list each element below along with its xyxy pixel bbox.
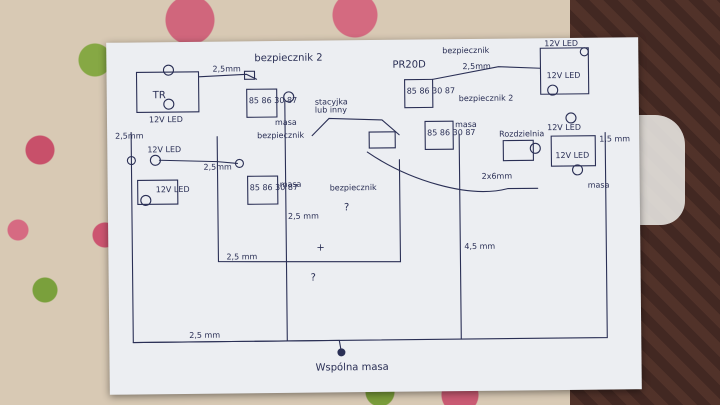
center-left-wire	[284, 100, 288, 342]
wire-2-5-center-label: 2,5 mm	[226, 252, 257, 261]
relay-2-coil	[234, 158, 244, 168]
bezpiecznik-top-right-label: bezpiecznik	[442, 46, 489, 55]
rozdzielnia-label: Rozdzielnia	[499, 129, 544, 138]
relay-4	[424, 120, 454, 151]
relay-3	[404, 78, 434, 109]
stacyjka-label: stacyjka	[315, 97, 348, 106]
left-loop-wire	[216, 136, 402, 263]
led-right-mid: 12V LED	[547, 123, 581, 132]
question-1: ?	[311, 273, 316, 284]
bezpiecznik-3-label: bezpiecznik	[257, 131, 304, 140]
lamp-icon-5	[140, 194, 152, 206]
relay-1	[246, 88, 278, 118]
left-lower-lamp-box	[137, 179, 179, 206]
relay-3-pins: 85 86 30 87	[407, 86, 455, 96]
relay-4-pins: 85 86 30 87	[427, 128, 475, 138]
masa-1: masa	[275, 118, 297, 127]
masa-3: masa	[455, 120, 477, 129]
relay-1-coil	[283, 91, 295, 103]
bezpiecznik-2-label: bezpiecznik 2	[254, 53, 322, 65]
outer-ground-wire	[130, 131, 608, 344]
plus-sign: +	[316, 243, 325, 254]
led-top-left: 12V LED	[149, 115, 183, 124]
tr-label: TR	[152, 90, 166, 101]
question-2: ?	[344, 202, 349, 213]
relay-1-pins: 85 86 30 87	[249, 96, 297, 106]
bezpiecznik-4-label: bezpiecznik	[330, 183, 377, 192]
rozdzielnia-terminal	[529, 142, 541, 154]
led-left-lower: 12V LED	[156, 185, 190, 194]
wire-2x6-label: 2x6mm	[482, 172, 513, 181]
middle-branch-wire	[311, 117, 400, 137]
wire-1-5-right-label: 1,5 mm	[599, 134, 630, 143]
masa-4: masa	[588, 181, 610, 190]
led-top-right-2: 12V LED	[546, 71, 580, 80]
lamp-icon-8	[565, 112, 577, 124]
right-lamp-box	[550, 135, 597, 167]
lamp-icon-2	[163, 98, 175, 110]
lamp-icon-3	[126, 155, 136, 166]
fuse-2-5-top-right: 2,5mm	[462, 62, 491, 71]
fuse-top-left-label: 2,5mm	[212, 64, 241, 73]
right-vertical-wire	[458, 133, 462, 340]
top-left-lamp-box	[135, 71, 200, 114]
bottom-label: Wspólna masa	[316, 361, 389, 374]
lamp-icon-6	[547, 84, 559, 96]
relay-2	[247, 175, 279, 205]
masa-2: masa	[280, 180, 302, 189]
wire-top-left	[197, 73, 258, 80]
led-right-lower: 12V LED	[555, 151, 589, 160]
pr20d-label: PR20D	[392, 59, 426, 70]
bezpiecznik-5-label: bezpiecznik 2	[459, 94, 514, 104]
lamp-icon-9	[571, 164, 584, 176]
wiring-diagram-sketch: TR 12V LED 2,5mm bezpiecznik 2 2,5mm 12V…	[115, 39, 630, 374]
wire-4-5-vertical-label: 4,5 mm	[464, 242, 495, 251]
rozdzielnia-box	[502, 139, 534, 162]
middle-switch	[368, 131, 396, 149]
lamp-icon-7	[579, 47, 589, 57]
ground-lead	[132, 339, 342, 353]
led-top-right-1: 12V LED	[544, 39, 578, 48]
curved-wire	[366, 151, 539, 192]
wire-top-right	[432, 66, 542, 80]
wire-2-5-vertical-label: 2,5 mm	[288, 212, 319, 221]
wire-2-5-bottom-label: 2,5 mm	[189, 331, 220, 340]
top-right-lamp-box	[539, 47, 590, 95]
wire-2-5-left-label: 2,5mm	[115, 131, 144, 140]
lamp-icon-1	[162, 64, 175, 76]
fuse-top-left	[243, 70, 256, 80]
stacyjka-sub: lub inny	[315, 105, 347, 114]
ground-terminal	[337, 348, 346, 357]
relay-2-pins: 85 86 30 87	[250, 183, 298, 193]
led-left-mid: 12V LED	[147, 145, 181, 154]
